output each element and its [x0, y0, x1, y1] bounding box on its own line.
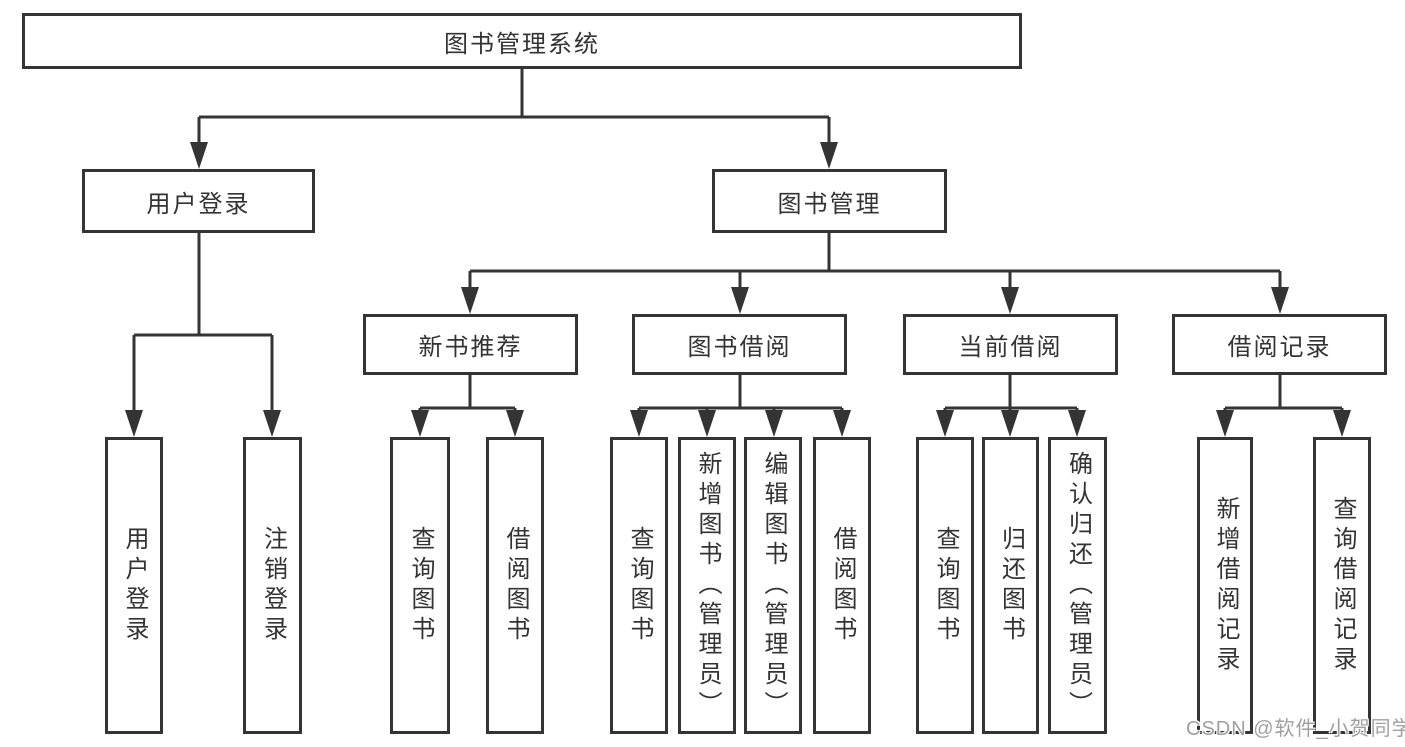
arrowhead-icon: [1068, 410, 1086, 437]
leaf-current-query-book: 查询图书: [916, 437, 974, 734]
node-new-book-recommend: 新书推荐: [363, 314, 578, 375]
leaf-borrow-query-book-label: 查询图书: [626, 525, 653, 646]
arrowhead-icon: [630, 410, 648, 437]
node-current-borrow-label: 当前借阅: [958, 334, 1063, 361]
connector-newbook-to-leaves: [418, 375, 517, 414]
leaf-newbook-borrow-book: 借阅图书: [486, 437, 544, 734]
arrowhead-icon: [1216, 410, 1234, 437]
leaf-add-borrow-record-label: 新增借阅记录: [1212, 495, 1239, 676]
watermark: CSDN @软件_小贺同学: [1186, 718, 1405, 740]
leaf-add-book-admin-label: 新增图书（管理员）: [694, 450, 721, 721]
arrowhead-icon: [765, 410, 783, 437]
connector-records-to-leaves: [1223, 375, 1344, 414]
node-user-login: 用户登录: [82, 169, 315, 233]
leaf-confirm-return-admin-label: 确认归还（管理员）: [1064, 450, 1092, 721]
leaf-borrow-query-book: 查询图书: [610, 437, 668, 734]
leaf-user-login: 用户登录: [105, 437, 163, 734]
leaf-query-borrow-record: 查询借阅记录: [1313, 437, 1371, 734]
arrowhead-icon: [411, 410, 429, 437]
arrowhead-icon: [820, 142, 838, 169]
node-book-management: 图书管理: [712, 169, 947, 233]
arrowhead-icon: [1333, 410, 1351, 437]
arrowhead-icon: [1001, 287, 1019, 314]
node-book-borrow-label: 图书借阅: [687, 334, 792, 361]
node-root-label: 图书管理系统: [444, 30, 600, 58]
leaf-edit-book-admin: 编辑图书（管理员）: [744, 437, 802, 734]
leaf-edit-book-admin-label: 编辑图书（管理员）: [760, 450, 787, 721]
arrowhead-icon: [190, 142, 208, 169]
node-root: 图书管理系统: [22, 13, 1022, 69]
connector-borrow-to-leaves: [637, 375, 844, 414]
leaf-borrow-borrow-book: 借阅图书: [813, 437, 871, 734]
leaf-newbook-borrow-book-label: 借阅图书: [502, 525, 529, 646]
leaf-newbook-query-book-label: 查询图书: [407, 525, 434, 646]
leaf-user-login-label: 用户登录: [121, 525, 148, 646]
node-book-management-label: 图书管理: [777, 190, 882, 218]
arrowhead-icon: [936, 410, 954, 437]
arrowhead-icon: [461, 287, 479, 314]
node-current-borrow: 当前借阅: [903, 314, 1118, 375]
arrowhead-icon: [833, 410, 851, 437]
leaf-return-book: 归还图书: [982, 437, 1039, 734]
connector-bookmgmt-to-level3: [468, 233, 1282, 291]
connector-root-to-level2: [197, 69, 831, 146]
leaf-newbook-query-book: 查询图书: [390, 437, 450, 734]
leaf-logout-label: 注销登录: [259, 525, 287, 646]
arrowhead-icon: [731, 287, 749, 314]
arrowhead-icon: [1001, 410, 1019, 437]
leaf-current-query-book-label: 查询图书: [932, 525, 959, 646]
connector-current-to-leaves: [943, 375, 1079, 414]
leaf-query-borrow-record-label: 查询借阅记录: [1329, 495, 1356, 676]
leaf-return-book-label: 归还图书: [997, 525, 1025, 646]
node-book-borrow: 图书借阅: [632, 314, 847, 375]
connector-userlogin-to-leaves: [132, 233, 274, 414]
node-new-book-recommend-label: 新书推荐: [418, 334, 523, 361]
arrowhead-icon: [125, 410, 143, 437]
node-user-login-label: 用户登录: [146, 190, 251, 218]
leaf-add-borrow-record: 新增借阅记录: [1197, 437, 1253, 734]
node-borrow-records-label: 借阅记录: [1227, 334, 1332, 361]
arrowhead-icon: [263, 410, 281, 437]
leaf-borrow-borrow-book-label: 借阅图书: [829, 525, 856, 646]
node-borrow-records: 借阅记录: [1172, 314, 1387, 375]
arrowhead-icon: [506, 410, 524, 437]
arrowhead-icon: [698, 410, 716, 437]
leaf-add-book-admin: 新增图书（管理员）: [678, 437, 736, 734]
leaf-confirm-return-admin: 确认归还（管理员）: [1048, 437, 1107, 734]
leaf-logout: 注销登录: [243, 437, 302, 734]
arrowhead-icon: [1271, 287, 1289, 314]
